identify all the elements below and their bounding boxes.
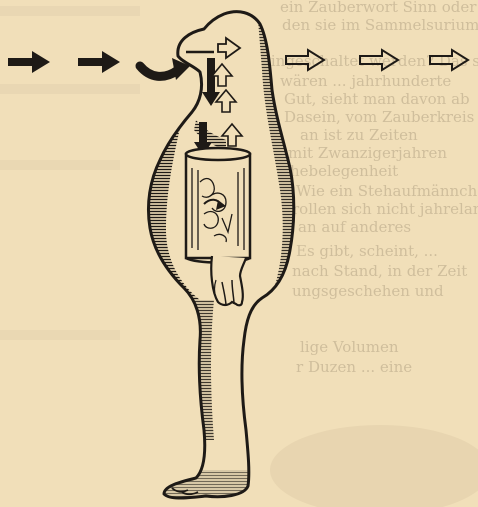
bg-line: ungsgeschehen und xyxy=(292,282,444,300)
bg-line: lige Volumen xyxy=(300,338,399,356)
human-figure xyxy=(140,12,300,507)
bg-line: r Duzen ... eine xyxy=(296,358,412,376)
solid-arrow-icon xyxy=(78,51,120,73)
bg-line: eingeschaltet werden? Das stand nicht xyxy=(262,52,478,70)
bg-line: an ist zu Zeiten xyxy=(300,126,418,144)
bg-line: mit Zwanzigerjahren xyxy=(288,144,447,162)
bg-line: den sie im Sammelsurium der Geschichte xyxy=(282,16,478,34)
bg-line: Dasein, vom Zauberkreis xyxy=(284,108,474,126)
bg-line: hebelegenheit xyxy=(290,162,398,180)
bg-line: Gut, sieht man davon ab xyxy=(284,90,470,108)
incoming-arrows xyxy=(8,51,190,80)
solid-arrow-icon xyxy=(8,51,50,73)
bg-line: an auf anderes xyxy=(298,218,411,236)
bg-line: ein Zauberwort Sinn oder Fingerzeig xyxy=(280,0,478,16)
bg-line: Wie ein Stehaufmännchen xyxy=(296,182,478,200)
bg-line: Es gibt, scheint, ... xyxy=(296,242,438,260)
bg-line: rollen sich nicht jahrelang xyxy=(292,200,478,218)
bg-line: nach Stand, in der Zeit xyxy=(292,262,467,280)
bg-line: wären ... jahrhunderte xyxy=(280,72,451,90)
stomach-container xyxy=(186,148,250,263)
arm xyxy=(211,256,246,306)
